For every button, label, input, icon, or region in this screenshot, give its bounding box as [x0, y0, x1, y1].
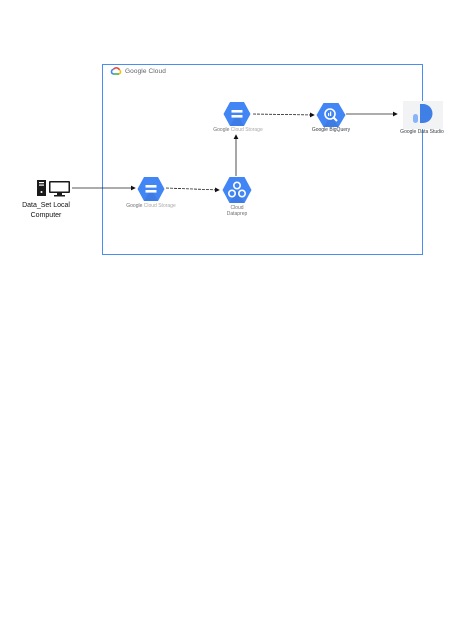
- cloud-storage-icon: [223, 102, 251, 126]
- computer-icon: [37, 180, 70, 197]
- cloud-storage-label-2: Google Cloud Storage: [213, 127, 262, 133]
- dataprep-label-line2: Dataprep: [226, 211, 248, 217]
- dataprep-label-line1: Cloud: [230, 205, 244, 211]
- cloud-storage-label-1: Google Cloud Storage: [126, 203, 175, 209]
- cloud-storage-node-1: [137, 176, 165, 207]
- arrow-storage-to-dataprep: [165, 187, 220, 193]
- local-computer-label: Data_Set Local Computer: [11, 201, 81, 221]
- local-computer-node: [36, 179, 72, 202]
- data-studio-icon: [403, 101, 443, 129]
- google-cloud-boundary: [102, 64, 423, 255]
- bigquery-node: [316, 102, 346, 133]
- dataprep-icon: [222, 177, 252, 203]
- dataprep-label: Cloud Dataprep: [227, 205, 248, 217]
- local-computer-label-line1: Data_Set Local: [22, 202, 70, 209]
- bigquery-label: Google BigQuery: [311, 127, 351, 133]
- google-cloud-brand-text: Google Cloud: [125, 67, 166, 75]
- google-cloud-icon: [110, 67, 122, 75]
- cloud-storage-label-2-prefix: Google: [213, 127, 230, 133]
- cloud-storage-label-1-suffix: Cloud Storage: [143, 203, 176, 209]
- dataprep-node: [222, 176, 252, 209]
- google-cloud-logo: Google Cloud: [110, 67, 166, 75]
- cloud-storage-label-2-suffix: Cloud Storage: [230, 127, 263, 133]
- cloud-storage-node-2: [223, 101, 251, 132]
- arrow-storage-to-bigquery: [252, 112, 315, 118]
- bigquery-icon: [316, 103, 346, 127]
- cloud-storage-icon: [137, 177, 165, 201]
- data-studio-label: Google Data Studio: [400, 129, 444, 135]
- data-studio-node: [403, 101, 443, 134]
- cloud-storage-label-1-prefix: Google: [126, 203, 143, 209]
- local-computer-label-line2: Computer: [30, 212, 62, 219]
